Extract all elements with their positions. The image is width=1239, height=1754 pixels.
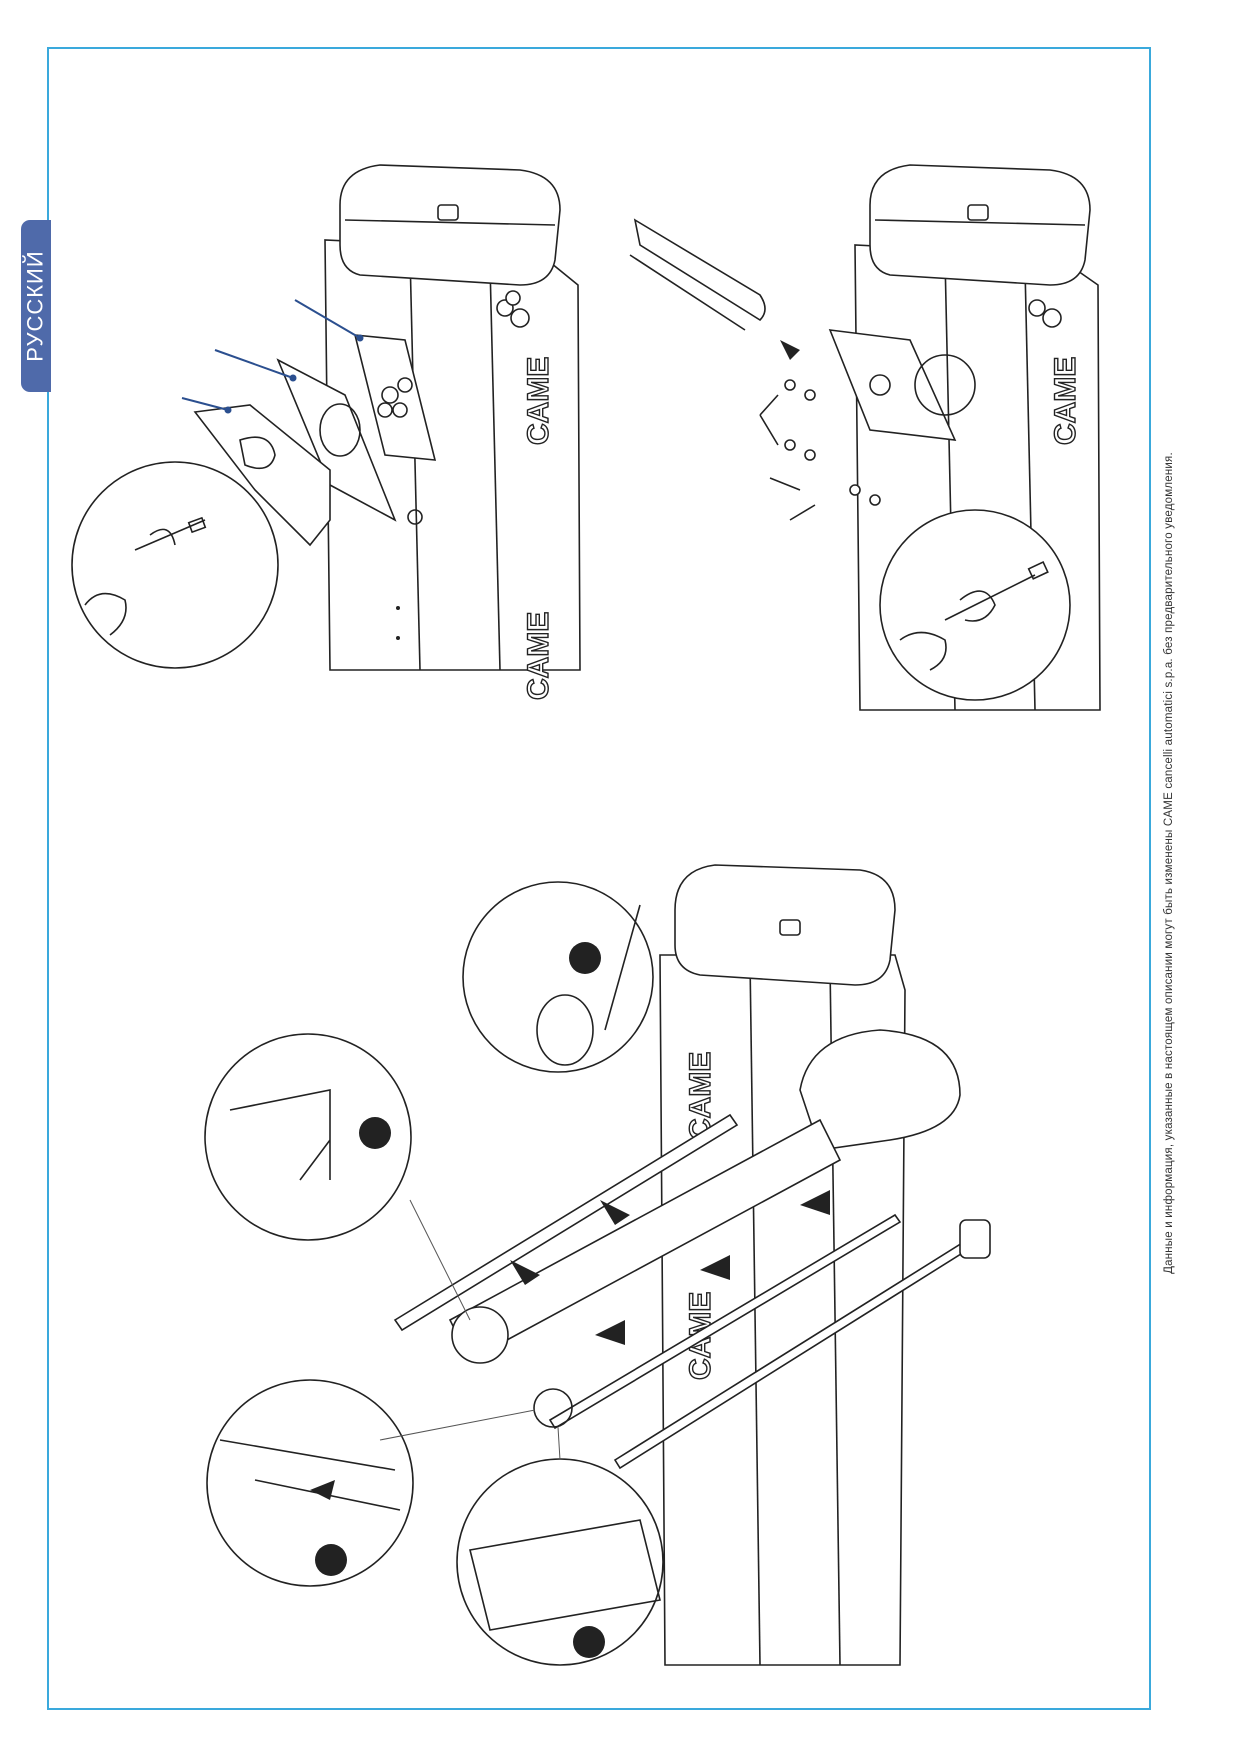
detail-circle-finger-press	[206, 1379, 414, 1587]
language-tab	[21, 220, 51, 392]
detail-circle-cut	[456, 1458, 664, 1666]
detail-circle-allen-key	[71, 461, 279, 669]
arrow-icon	[700, 1255, 730, 1280]
brand-logo-3: CAME	[1049, 357, 1082, 445]
figure-boom-assembly: CAME CAME	[204, 864, 991, 1666]
detail-circle-end-cap	[462, 881, 654, 1073]
arrow-icon	[510, 1260, 540, 1285]
brand-logo-1: CAME	[522, 357, 555, 445]
logo-badge-icon-3	[779, 919, 801, 936]
arrow-icon	[595, 1320, 625, 1345]
figure-boom-bracket: CAME	[629, 164, 1101, 711]
brand-logo-2: CAME	[522, 612, 555, 700]
page-frame	[47, 47, 1151, 1710]
logo-badge-icon	[437, 204, 459, 221]
figure-cabinet-flange: CAME CAME	[71, 164, 581, 701]
arrow-icon	[310, 1480, 335, 1500]
arrow-icon	[600, 1200, 630, 1225]
arrow-icon	[800, 1190, 830, 1215]
logo-badge-icon-2	[967, 204, 989, 221]
detail-circle-hacksaw	[204, 1033, 412, 1241]
